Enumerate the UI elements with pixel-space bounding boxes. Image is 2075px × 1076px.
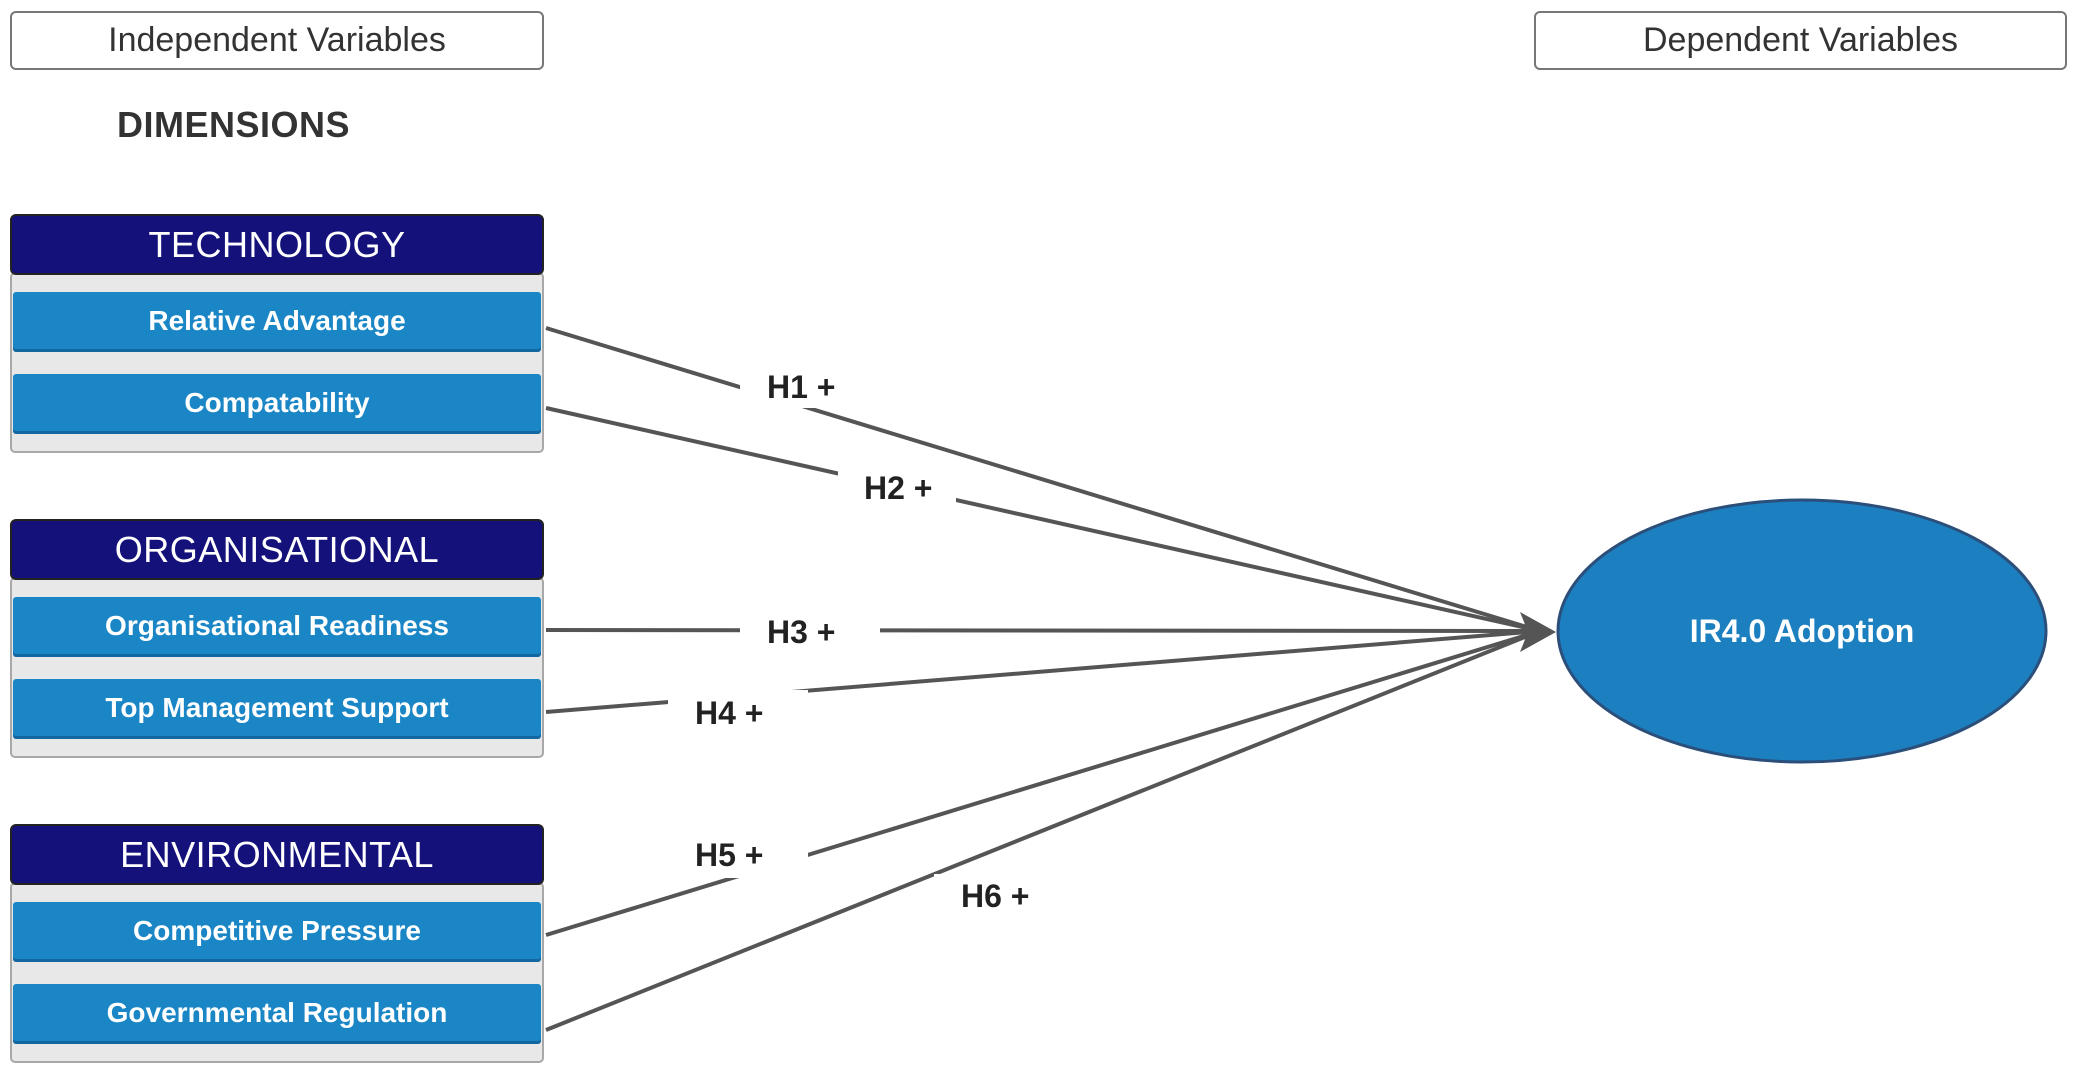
h5-label: H5 + [695, 837, 763, 873]
top-management-support-box: Top Management Support [13, 679, 541, 736]
h3-arrow [545, 628, 1541, 633]
h2-arrow [545, 406, 1541, 633]
relative-advantage-box: Relative Advantage [13, 292, 541, 349]
organisational-readiness-box: Organisational Readiness [13, 597, 541, 654]
h1-arrow [545, 326, 1541, 633]
h4-label-bg [668, 690, 808, 736]
h2-label-bg [838, 464, 956, 510]
compatability-box: Compatability [13, 374, 541, 431]
h6-arrow [545, 629, 1541, 1032]
governmental-regulation-box: Governmental Regulation [13, 984, 541, 1041]
ir40-adoption-node [1556, 498, 2048, 764]
environmental-group: ENVIRONMENTAL Competitive Pressure Gover… [10, 824, 544, 1074]
h4-label: H4 + [695, 695, 763, 731]
technology-title: TECHNOLOGY [10, 214, 544, 275]
h5-label-bg [668, 832, 808, 878]
independent-variables-label: Independent Variables [10, 11, 544, 70]
organisational-title: ORGANISATIONAL [10, 519, 544, 580]
competitive-pressure-box: Competitive Pressure [13, 902, 541, 959]
dependent-variables-label: Dependent Variables [1534, 11, 2067, 70]
technology-group: TECHNOLOGY Relative Advantage Compatabil… [10, 214, 544, 464]
h1-label-bg [740, 362, 858, 408]
arrowhead-icon [1520, 612, 1556, 652]
ir40-adoption-label: IR4.0 Adoption [1690, 613, 1915, 649]
h2-label: H2 + [864, 470, 932, 506]
h1-label: H1 + [767, 369, 835, 405]
h6-label: H6 + [961, 878, 1029, 914]
h5-arrow [545, 629, 1541, 937]
organisational-group: ORGANISATIONAL Organisational Readiness … [10, 519, 544, 769]
h6-label-bg [934, 874, 1074, 920]
environmental-title: ENVIRONMENTAL [10, 824, 544, 885]
h3-label-bg [740, 608, 880, 654]
dimensions-heading: DIMENSIONS [117, 104, 351, 145]
h3-label: H3 + [767, 614, 835, 650]
